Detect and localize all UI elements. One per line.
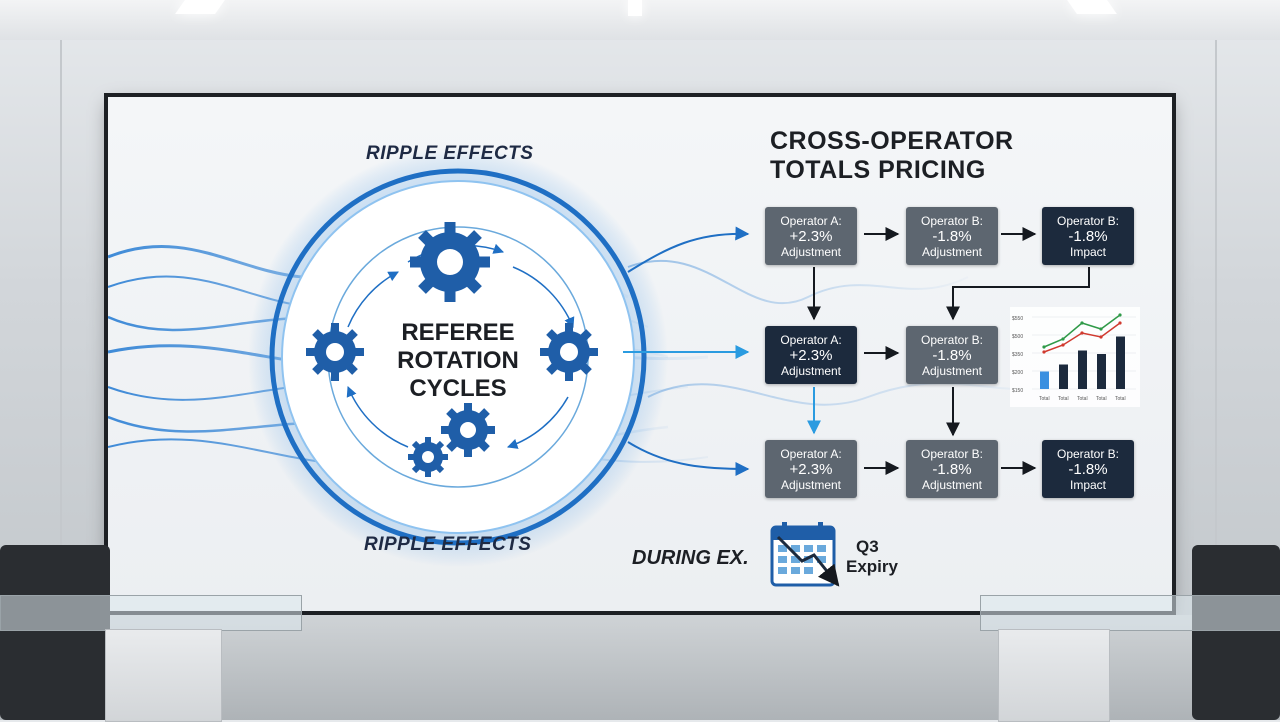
drawer-cabinet [105, 629, 222, 722]
mini-chart-xlabel: Total [1096, 396, 1107, 402]
mini-chart-point [1061, 337, 1064, 340]
center-label-line: CYCLES [368, 375, 548, 403]
ripple-effects-top-label: RIPPLE EFFECTS [366, 143, 533, 165]
operator-name: Operator B: [1042, 214, 1134, 228]
ripple-effects-bottom-label: RIPPLE EFFECTS [364, 534, 531, 556]
operator-desc: Adjustment [765, 364, 857, 378]
title-line: CROSS-OPERATOR [770, 127, 1014, 156]
operator-value: -1.8% [1042, 461, 1134, 478]
mini-chart-bar [1078, 351, 1087, 390]
operator-name: Operator A: [765, 447, 857, 461]
mini-chart-xlabel: Total [1115, 396, 1126, 402]
mini-chart-xlabel: Total [1058, 396, 1069, 402]
operator-name: Operator B: [906, 447, 998, 461]
operator-desc: Adjustment [765, 478, 857, 492]
glass-desk [0, 595, 302, 631]
gear-icon-bottom-small [408, 437, 448, 477]
gear-icon-top [410, 222, 490, 302]
q3-expiry-label: Q3 Expiry [846, 537, 898, 577]
drawer-cabinet [998, 629, 1110, 722]
operator-box: Operator A: +2.3% Adjustment [765, 326, 857, 384]
q3-line: Q3 [846, 537, 898, 557]
operator-box: Operator B: -1.8% Adjustment [906, 207, 998, 265]
mini-chart-point [1118, 321, 1121, 324]
operator-value: -1.8% [1042, 228, 1134, 245]
operator-name: Operator A: [765, 333, 857, 347]
mini-chart-point [1061, 343, 1064, 346]
operator-box: Operator B: -1.8% Adjustment [906, 440, 998, 498]
operator-box: Operator A: +2.3% Adjustment [765, 207, 857, 265]
mini-chart-xlabel: Total [1039, 396, 1050, 402]
gear-icon-bottom-large [441, 403, 495, 457]
mini-chart-point [1080, 321, 1083, 324]
diagram-title: CROSS-OPERATOR TOTALS PRICING [770, 127, 1014, 185]
operator-box: Operator B: -1.8% Adjustment [906, 326, 998, 384]
operator-value: -1.8% [906, 461, 998, 478]
operator-name: Operator B: [1042, 447, 1134, 461]
center-label: REFEREE ROTATION CYCLES [368, 319, 548, 403]
during-expiry-label: DURING EX. [632, 547, 749, 570]
mini-chart-xlabel: Total [1077, 396, 1088, 402]
mini-chart-point [1080, 331, 1083, 334]
mini-chart-point [1042, 350, 1045, 353]
operator-value: -1.8% [906, 347, 998, 364]
operator-value: +2.3% [765, 347, 857, 364]
operator-box: Operator B: -1.8% Impact [1042, 207, 1134, 265]
operator-name: Operator A: [765, 214, 857, 228]
mini-chart-bar [1097, 354, 1106, 389]
operator-desc: Impact [1042, 478, 1134, 492]
mini-chart-tick: $200 [1012, 370, 1023, 376]
operator-box: Operator B: -1.8% Impact [1042, 440, 1134, 498]
mini-chart-bar [1059, 365, 1068, 390]
operator-desc: Adjustment [906, 478, 998, 492]
ceiling-light [628, 0, 642, 16]
operator-value: +2.3% [765, 228, 857, 245]
mini-chart-point [1099, 335, 1102, 338]
glass-desk [980, 595, 1280, 631]
center-label-line: REFEREE [368, 319, 548, 347]
operator-desc: Adjustment [906, 245, 998, 259]
operator-desc: Impact [1042, 245, 1134, 259]
calendar-icon [772, 522, 838, 585]
mini-chart-tick: $150 [1012, 388, 1023, 394]
operator-name: Operator B: [906, 333, 998, 347]
mini-chart-point [1118, 313, 1121, 316]
operator-desc: Adjustment [765, 245, 857, 259]
mini-chart-bar [1040, 372, 1049, 390]
center-label-line: ROTATION [368, 347, 548, 375]
wall-panel-line [60, 40, 62, 600]
wall-panel-line [1215, 40, 1217, 600]
operator-desc: Adjustment [906, 364, 998, 378]
office-chair [1192, 545, 1280, 720]
office-chair [0, 545, 110, 720]
mini-chart-bar [1116, 337, 1125, 390]
operator-value: +2.3% [765, 461, 857, 478]
title-line: TOTALS PRICING [770, 156, 1014, 185]
presentation-screen: RIPPLE EFFECTS RIPPLE EFFECTS REFEREE RO… [108, 97, 1172, 611]
mini-chart-point [1099, 327, 1102, 330]
operator-name: Operator B: [906, 214, 998, 228]
mini-chart-tick: $350 [1012, 352, 1023, 358]
mini-chart-tick: $500 [1012, 334, 1023, 340]
q3-line: Expiry [846, 557, 898, 577]
mini-chart-point [1042, 345, 1045, 348]
operator-box: Operator A: +2.3% Adjustment [765, 440, 857, 498]
operator-value: -1.8% [906, 228, 998, 245]
mini-chart-tick: $550 [1012, 316, 1023, 322]
